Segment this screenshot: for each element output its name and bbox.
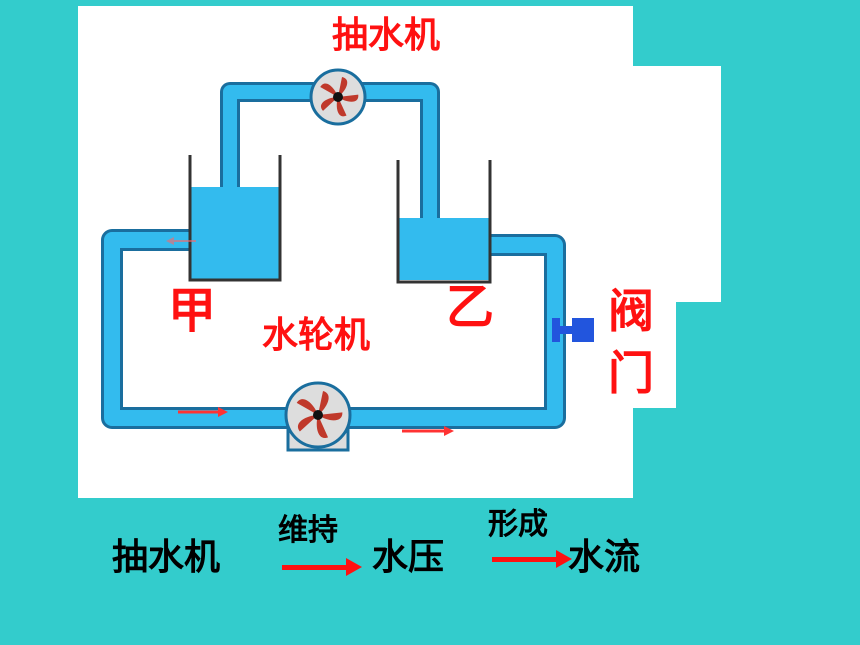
pump-icon (309, 68, 367, 126)
caption-pump: 抽水机 (112, 537, 221, 578)
container-b-label: 乙 (446, 279, 495, 335)
caption-maintains: 维持 (278, 513, 338, 548)
container-a-walls (188, 155, 282, 282)
flow-arrow-bottom-left (178, 407, 228, 417)
flow-arrow-bottom-right (402, 426, 454, 436)
container-b-walls (396, 160, 492, 284)
pump-label: 抽水机 (332, 15, 441, 56)
container-a-water (190, 187, 280, 279)
caption-forms: 形成 (488, 507, 548, 542)
container-a-label: 甲 (168, 283, 217, 339)
container-b-water (398, 218, 490, 280)
turbine-label: 水轮机 (262, 315, 371, 356)
diagram-panel-extension (633, 66, 721, 302)
valve-icon (552, 318, 594, 342)
valve-label-bottom: 门 (608, 346, 654, 400)
valve-label-panel (600, 280, 676, 408)
valve-label-top: 阀 (608, 284, 654, 338)
turbine-icon (284, 381, 352, 452)
caption-flow: 水流 (568, 537, 641, 578)
flow-arrow-left (166, 237, 196, 245)
caption-arrow-2 (492, 550, 572, 568)
caption-arrow-1 (282, 558, 362, 576)
caption-pressure: 水压 (372, 537, 445, 578)
